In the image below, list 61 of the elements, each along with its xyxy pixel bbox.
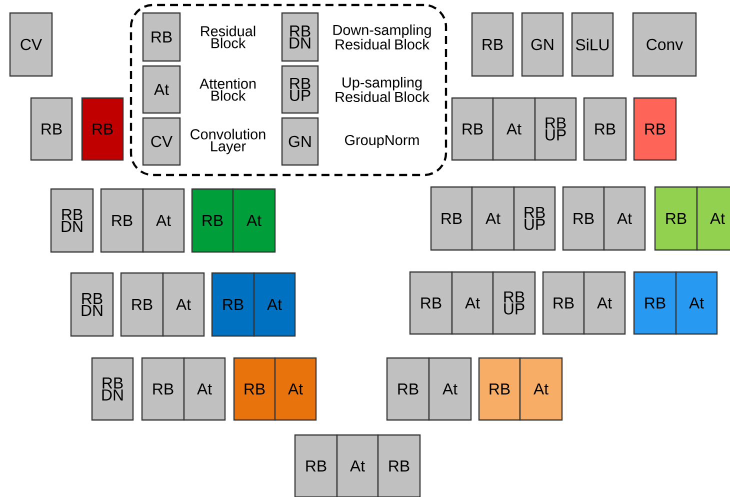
block-box: At <box>274 357 317 421</box>
block-box: RB <box>633 97 677 161</box>
block-box: At <box>492 97 536 161</box>
block-box: RB <box>100 188 144 253</box>
block-box: RB <box>409 271 453 335</box>
node-label: GroupNorm <box>345 134 419 148</box>
block-box: RB <box>562 186 605 251</box>
block-box: At <box>471 186 515 251</box>
block-box: RB <box>191 188 234 253</box>
block-box: Conv <box>632 12 697 77</box>
block-box: RB <box>633 271 677 335</box>
block-box: GN <box>281 117 319 166</box>
block-box: RB DN <box>70 272 114 337</box>
block-box: RB UP <box>513 186 556 251</box>
block-box: SiLU <box>571 12 614 77</box>
block-box: At <box>336 434 379 497</box>
block-box: At <box>519 357 563 421</box>
block-box: RB DN <box>50 188 94 253</box>
block-box: RB <box>386 357 430 421</box>
block-box: At <box>183 357 226 421</box>
block-box: RB DN <box>281 12 319 62</box>
block-box: At <box>162 272 205 337</box>
block-box: RB <box>654 186 698 251</box>
block-box: At <box>232 188 276 253</box>
node-label: Residual Block <box>201 26 256 48</box>
block-box: CV <box>142 117 181 166</box>
block-box: At <box>583 271 626 335</box>
block-box: RB <box>142 12 181 62</box>
block-box: At <box>675 271 718 335</box>
block-box: RB <box>377 434 421 497</box>
block-box: RB <box>233 357 276 421</box>
block-box: CV <box>9 12 53 77</box>
block-box: RB <box>583 97 627 161</box>
block-box: RB <box>30 97 73 161</box>
node-label: Attention Block <box>200 78 256 101</box>
block-box: At <box>603 186 646 251</box>
block-box: RB <box>294 434 338 497</box>
block-box: At <box>253 272 296 337</box>
block-box: GN <box>521 12 564 77</box>
block-box: At <box>451 271 494 335</box>
legend-frame <box>130 4 448 176</box>
node-label: Convolution Layer <box>190 128 266 154</box>
block-box: RB DN <box>91 357 134 421</box>
block-box: At <box>142 65 181 114</box>
block-box: RB <box>430 186 473 251</box>
block-box: RB <box>451 97 494 161</box>
block-box: RB <box>542 271 585 335</box>
block-box: RB <box>211 272 255 337</box>
block-box: RB <box>120 272 164 337</box>
block-box: RB UP <box>281 65 319 114</box>
block-box: RB UP <box>534 97 577 161</box>
block-box: RB <box>471 12 514 77</box>
block-box: RB UP <box>492 271 536 335</box>
block-box: At <box>428 357 472 421</box>
block-box: RB <box>81 97 124 161</box>
node-label: Down-sampling Residual Block <box>333 24 431 50</box>
block-box: At <box>696 186 730 251</box>
block-box: RB <box>478 357 521 421</box>
block-box: RB <box>141 357 185 421</box>
block-box: At <box>142 188 185 253</box>
node-label: Up-sampling Residual Block <box>336 76 430 102</box>
